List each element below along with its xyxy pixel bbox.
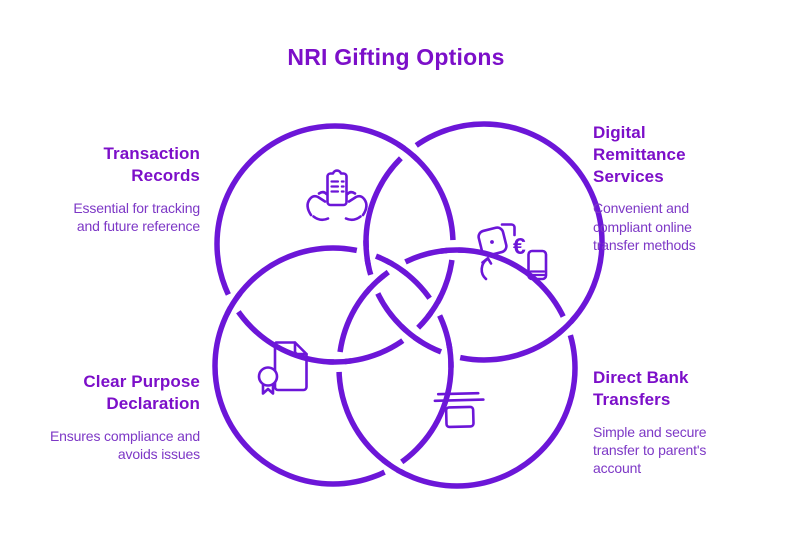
section-clear-purpose-declaration: Clear Purpose Declaration Ensures compli… [40,371,200,463]
page-title: NRI Gifting Options [287,44,505,70]
certified-document-icon [257,341,308,395]
ring-overpass [396,141,420,162]
ring-overpass [381,457,406,477]
section-heading: Clear Purpose Declaration [83,372,200,413]
ring-overpass [445,342,454,368]
ring-overpass [384,257,409,277]
section-direct-bank-transfers: Direct Bank Transfers Simple and secure … [593,367,743,478]
section-description: Essential for tracking and future refere… [73,199,200,234]
section-digital-remittance-services: Digital Remittance Services Convenient a… [593,122,738,255]
ring-overpass [399,324,423,345]
section-heading: Digital Remittance Services [593,123,686,186]
section-description: Simple and secure transfer to parent's a… [593,423,707,477]
currency-exchange-phone-icon: € [477,223,548,281]
euro-symbol: € [513,233,526,259]
ring-overpass [440,247,466,254]
section-heading: Transaction Records [103,144,200,185]
ring-overpass [224,291,243,316]
ring-overpass [363,240,372,266]
ring-overpass [556,314,578,337]
section-heading: Direct Bank Transfers [593,368,689,409]
ring-overpass [326,358,352,365]
section-description: Ensures compliance and avoids issues [49,427,200,462]
venn-rings [212,121,605,489]
bank-deposit-icon [433,391,485,429]
ring-tl [214,123,456,365]
section-transaction-records: Transaction Records Essential for tracki… [50,143,200,235]
ring-overpass [425,294,444,319]
ring-overpass [363,273,385,296]
section-description: Convenient and compliant online transfer… [593,200,696,254]
ring-bl [212,245,454,487]
hands-holding-record-icon [306,169,368,222]
